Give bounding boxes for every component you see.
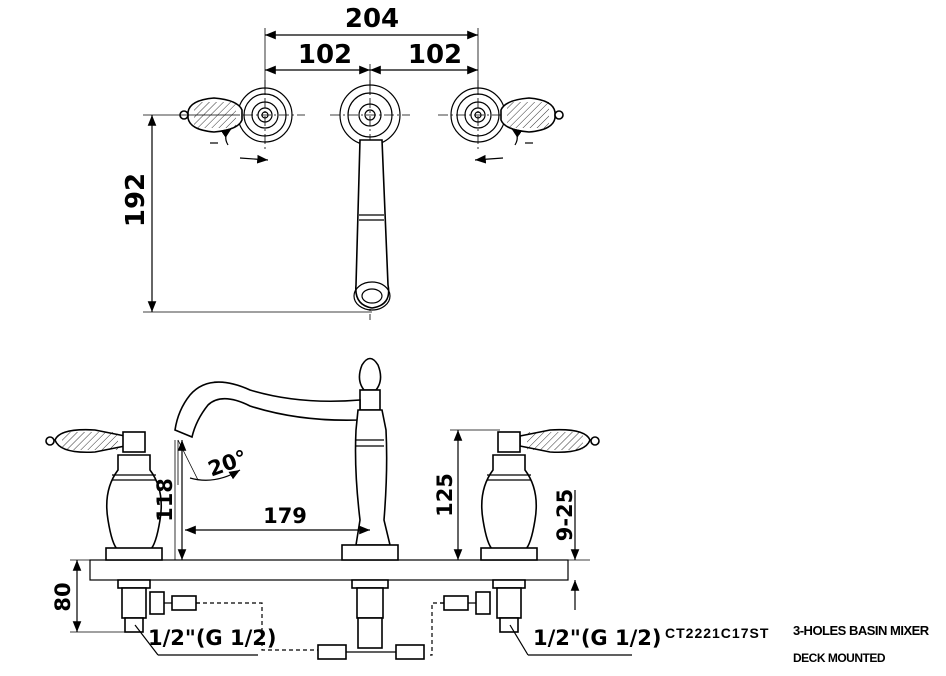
product-code: CT2221C17ST [665,625,770,641]
conn-left-text: 1/2"(G 1/2) [148,626,276,650]
deck-plate [89,559,569,581]
dim-204-text: 204 [345,4,399,34]
dim-125-text: 125 [433,473,457,517]
dimension-overall-width: 204 [264,4,479,95]
dim-118-text: 118 [153,478,177,522]
dim-102-left-text: 102 [298,40,352,70]
top-view: 204 102 102 [121,4,564,320]
product-subtitle: DECK MOUNTED [793,651,886,665]
right-handle-front [480,428,600,633]
connection-label-left: 1/2"(G 1/2) [134,624,276,656]
dimension-spout-angle: 20° [177,439,251,485]
dim-20deg-text: 20° [205,445,251,481]
dimension-spacing: 102 102 [265,40,478,95]
connection-label-right: 1/2"(G 1/2) [509,624,661,656]
connection-hoses [149,591,491,660]
front-view: 179 118 20° 125 9-25 [45,357,661,660]
dim-192-text: 192 [121,173,151,227]
left-handle-front [45,428,163,633]
dim-102-right-text: 102 [408,40,462,70]
dimension-shank-length: 80 [51,560,125,633]
dim-9-25-text: 9-25 [553,489,577,542]
spout-top [330,80,410,320]
spout-front [174,357,399,649]
product-title: 3-HOLES BASIN MIXER [793,623,929,638]
left-handle-top [179,80,305,164]
dimension-spout-height: 118 [153,440,187,560]
dimension-deck-thickness: 9-25 [553,489,580,610]
right-handle-top [438,80,564,164]
dim-179-text: 179 [263,504,307,528]
dimension-spout-reach-top: 192 [121,114,372,313]
dimension-handle-height: 125 [433,429,500,560]
dim-80-text: 80 [51,582,75,611]
dimension-spout-reach: 179 [185,504,370,535]
conn-right-text: 1/2"(G 1/2) [533,626,661,650]
